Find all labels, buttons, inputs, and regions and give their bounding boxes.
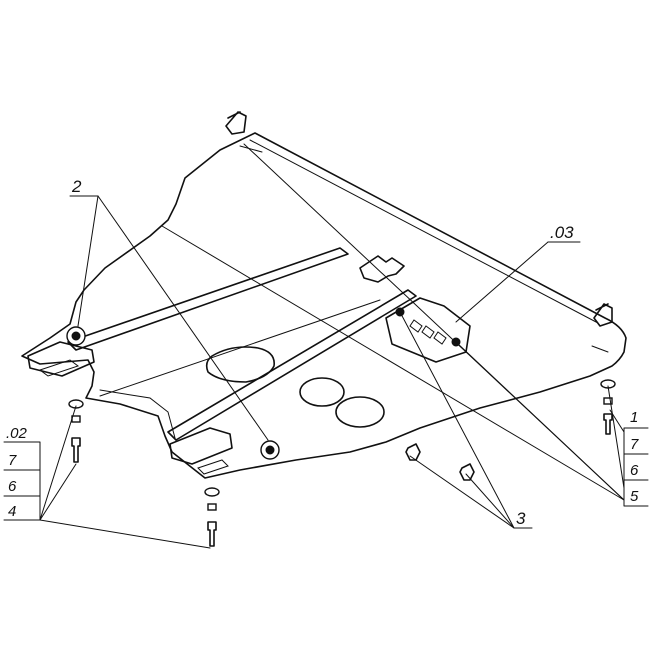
left-mounting-tab: [27, 341, 95, 377]
left-bolt: [71, 437, 81, 463]
left-table-row-1: 7: [8, 452, 17, 469]
left-spring-washer: [71, 415, 81, 423]
bottom-bolt: [207, 521, 217, 547]
right-spring-washer: [603, 397, 613, 405]
rear-bracket-right: [593, 303, 613, 327]
rear-bracket-left: [225, 111, 247, 135]
right-table-row-2: 6: [630, 462, 639, 479]
right-table-top: 1: [630, 409, 638, 426]
access-opening-round-1: [299, 377, 345, 407]
drain-cover-slot-1: [409, 319, 423, 333]
left-table-row-2: 6: [8, 478, 17, 495]
h-shaped-slot: [359, 255, 405, 283]
callout-3-label: 3: [516, 509, 526, 528]
left-callout-table: .02 7 6 4: [3, 425, 41, 521]
rear-bracket-slot-right: [591, 345, 609, 353]
bottom-spring-washer: [207, 503, 217, 511]
right-bolt: [603, 413, 613, 435]
left-tab-slot: [38, 359, 80, 377]
left-washer: [68, 399, 84, 409]
washer-left-hole: [71, 331, 81, 341]
bottom-tab-slot: [197, 459, 229, 475]
stiffening-rib-lower: [167, 289, 417, 441]
access-opening-front: [205, 346, 275, 383]
left-table-top: .02: [6, 425, 28, 442]
right-table-row-1: 7: [630, 436, 639, 453]
callout-2-label: 2: [71, 177, 82, 196]
right-callout-table: 1 7 6 5: [623, 409, 649, 507]
left-table-row-3: 4: [8, 503, 16, 520]
leader-lines: [39, 143, 625, 549]
access-opening-round-2: [335, 396, 385, 428]
drain-cover-plate: [385, 297, 471, 363]
washer-bottom-hole: [265, 445, 275, 455]
callout-03-label: .03: [550, 223, 574, 242]
drain-cover-slot-3: [433, 331, 447, 345]
bottom-washer: [204, 487, 220, 497]
stiffening-rib-upper: [67, 247, 349, 351]
skid-plate-outline: [21, 132, 627, 479]
drain-cover-slot-2: [421, 325, 435, 339]
skid-plate-rim: [99, 139, 599, 439]
rear-bracket-slot-left: [239, 145, 263, 153]
bottom-mounting-tab: [169, 427, 233, 465]
right-table-row-3: 5: [630, 488, 639, 505]
nut-2: [459, 463, 475, 481]
